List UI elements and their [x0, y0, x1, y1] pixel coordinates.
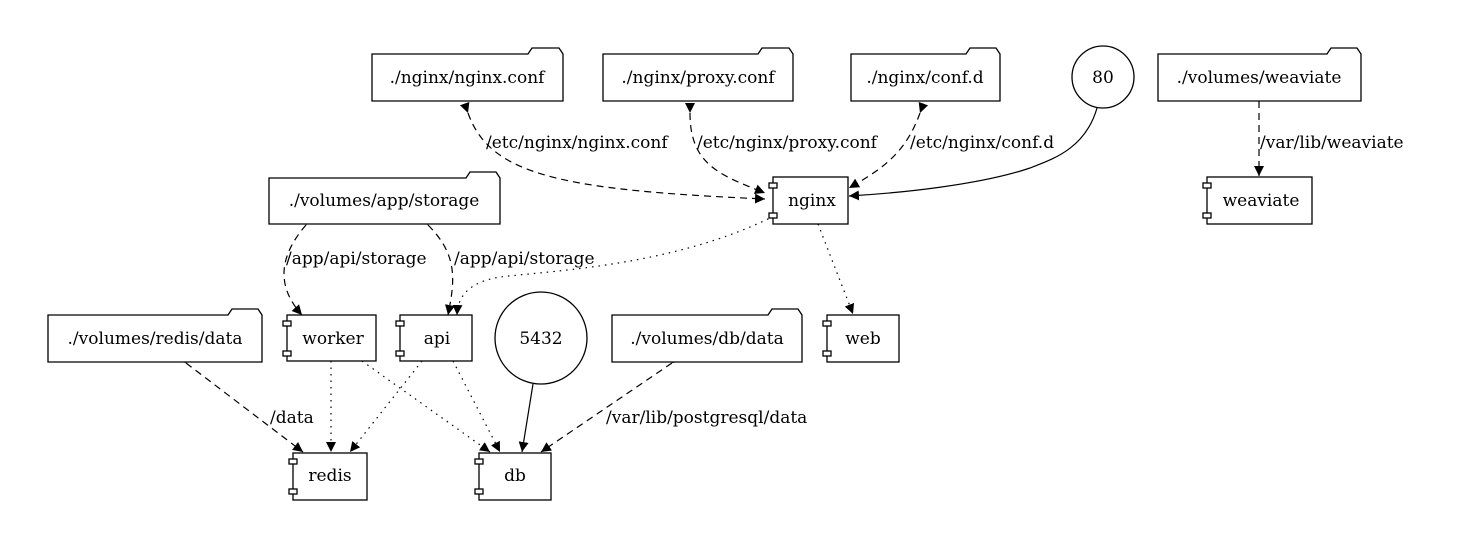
component-port-icon	[282, 350, 292, 357]
edge-nginx-web	[817, 223, 855, 315]
edge-label-nginx-conf: /etc/nginx/nginx.conf	[486, 133, 669, 153]
component-port-icon	[1202, 212, 1212, 219]
folder-nginx-conf: ./nginx/nginx.conf	[371, 47, 564, 102]
edge-label-redis-data: /data	[270, 408, 314, 428]
component-web: web	[822, 314, 900, 363]
edge-label-proxy-conf: /etc/nginx/proxy.conf	[697, 133, 879, 153]
edge-redis-data-redis	[175, 352, 304, 453]
port-label: 5432	[519, 329, 562, 349]
component-label: weaviate	[1223, 191, 1300, 211]
folder-icon	[268, 171, 501, 225]
component-port-icon	[395, 350, 405, 357]
folder-label: ./volumes/app/storage	[289, 191, 480, 211]
edge-app-storage-worker	[283, 214, 317, 316]
component-port-icon	[1202, 182, 1212, 189]
folder-label: ./nginx/proxy.conf	[621, 68, 776, 88]
component-port-icon	[768, 212, 778, 219]
edge-worker-db	[361, 360, 491, 453]
edge-api-redis	[349, 360, 423, 453]
component-label: worker	[302, 329, 364, 349]
folder-label: ./volumes/weaviate	[1177, 68, 1342, 88]
component-label: db	[504, 466, 526, 486]
folder-redis-data: ./volumes/redis/data	[47, 308, 263, 363]
component-port-icon	[288, 458, 298, 465]
folder-icon	[850, 47, 1001, 102]
component-api: api	[395, 314, 473, 362]
edge-proxy-conf-nginx	[684, 102, 766, 194]
folder-icon	[611, 308, 803, 363]
edge-label-weaviate: /var/lib/weaviate	[1260, 133, 1404, 153]
edge-api-db	[452, 360, 501, 453]
component-worker: worker	[282, 314, 377, 362]
component-label: nginx	[788, 191, 836, 211]
folder-label: ./nginx/conf.d	[866, 68, 983, 88]
port-5432-circle: 5432	[494, 291, 588, 385]
edge-labels: /etc/nginx/nginx.conf /etc/nginx/proxy.c…	[270, 133, 1404, 428]
folder-label: ./nginx/nginx.conf	[390, 68, 547, 88]
edge-port-80-nginx	[848, 107, 1098, 201]
edge-label-conf-d: /etc/nginx/conf.d	[910, 133, 1054, 153]
edge-label-worker-storage: /app/api/storage	[286, 249, 427, 269]
component-db: db	[474, 452, 552, 501]
folder-icon	[371, 47, 564, 102]
edge-conf-d-nginx	[848, 101, 929, 189]
component-port-icon	[288, 488, 298, 495]
folder-proxy-conf: ./nginx/proxy.conf	[602, 47, 794, 102]
component-port-icon	[474, 458, 484, 465]
edges	[175, 91, 1264, 453]
edge-nginx-conf-nginx	[459, 101, 766, 204]
component-redis: redis	[288, 452, 368, 501]
component-port-icon	[822, 350, 832, 357]
folder-app-storage: ./volumes/app/storage	[268, 171, 501, 225]
folder-icon	[602, 47, 794, 102]
edge-nginx-api	[452, 212, 781, 316]
component-label: web	[845, 329, 881, 349]
component-label: api	[424, 329, 451, 349]
edge-label-api-storage: /app/api/storage	[454, 249, 595, 269]
component-nginx: nginx	[768, 176, 849, 225]
folder-weaviate-volume: ./volumes/weaviate	[1157, 47, 1362, 102]
folder-icon	[47, 308, 263, 363]
edge-db-data-db	[540, 353, 684, 453]
component-port-icon	[282, 320, 292, 327]
edge-port-5432-db	[518, 383, 534, 453]
component-port-icon	[395, 320, 405, 327]
folder-label: ./volumes/db/data	[630, 329, 783, 349]
folder-icon	[1157, 47, 1362, 102]
port-label: 80	[1092, 68, 1114, 88]
component-label: redis	[308, 466, 351, 486]
folder-db-data: ./volumes/db/data	[611, 308, 803, 363]
port-80-circle: 80	[1071, 45, 1135, 109]
folder-label: ./volumes/redis/data	[68, 329, 243, 349]
component-port-icon	[474, 488, 484, 495]
component-port-icon	[822, 320, 832, 327]
folder-conf-d: ./nginx/conf.d	[850, 47, 1001, 102]
edge-app-storage-api	[417, 214, 455, 316]
component-weaviate: weaviate	[1202, 176, 1313, 225]
edge-label-db-data: /var/lib/postgresql/data	[606, 408, 807, 428]
component-port-icon	[768, 182, 778, 189]
